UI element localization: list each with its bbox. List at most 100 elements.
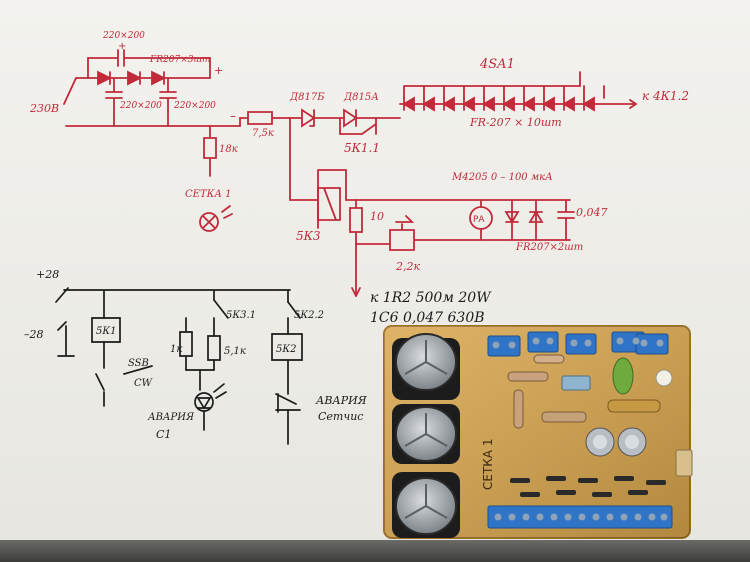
input-wires: [63, 77, 241, 127]
plus-terminal-mark: +: [214, 64, 223, 77]
trimmer-arrow-icon: [395, 215, 415, 223]
supply-rail: [55, 287, 291, 319]
capacitor-left-icon: [105, 77, 123, 127]
capacitor-0047-icon: [557, 199, 575, 241]
label-input-voltage: 230В: [29, 102, 59, 115]
label-relay-5k2: 5К2: [276, 344, 296, 355]
relay-5k1-icon: [91, 317, 121, 343]
diode-pair-icon: [504, 199, 544, 241]
label-resistor-1k: 1к: [170, 344, 182, 355]
resistor-10-icon: [349, 199, 363, 297]
label-cap-left: 220×200: [119, 101, 162, 111]
label-cap-0047: 0,047: [576, 206, 608, 219]
pcb-silkscreen: СЕТКА 1: [481, 439, 495, 490]
led-wiring: [185, 369, 215, 391]
label-alarm-btn-1: АВАРИЯ: [315, 394, 368, 407]
label-zener-2: Д815А: [343, 92, 379, 103]
diode-row: [510, 476, 666, 497]
down-arrow-icon: [351, 287, 361, 297]
diode-icon: [97, 70, 113, 86]
output-arrow-icon: [611, 99, 638, 109]
label-cap-top: 220×200: [102, 31, 145, 41]
capacitor-right-icon: [159, 77, 177, 127]
lamp-icon: [199, 212, 219, 232]
label-alarm-btn-2: Сетчис: [318, 410, 363, 423]
diode-icon: [151, 70, 167, 86]
ssb-cw-switch-icon: [95, 341, 105, 407]
cap-plus-mark: +: [118, 41, 126, 52]
transistor-top: [625, 435, 639, 449]
ground-icon: [57, 321, 75, 357]
lamp-rays-icon: [202, 205, 233, 229]
pcb-photo: СЕТКА 1: [383, 325, 693, 539]
label-trimmer: 2,2к: [395, 260, 420, 273]
label-resistor-10: 10: [370, 210, 384, 223]
top-terminals: [487, 331, 669, 357]
label-diodes-top: FR207×3шт: [149, 55, 211, 65]
tab-component: [675, 449, 693, 477]
table-edge: [0, 540, 750, 562]
contact-5k3-1-icon: [213, 299, 229, 331]
resistor-vertical: [513, 389, 524, 429]
resistor-1k-icon: [179, 317, 193, 371]
label-lamp: СЕТКА 1: [185, 189, 231, 200]
label-ssb: SSB: [128, 358, 149, 369]
zener-1-icon: [289, 108, 345, 128]
film-capacitor: [561, 375, 591, 391]
label-resistor-7-5k: 7,5к: [252, 128, 274, 139]
label-supply-plus: +28: [36, 268, 59, 281]
note-1c6: 1С6 0,047 630В: [370, 310, 485, 326]
resistor-5-1k-icon: [207, 329, 221, 371]
meter-symbol: РА: [473, 215, 485, 225]
resistor-7-5k-icon: [239, 111, 291, 127]
resistor-component: [507, 371, 549, 382]
ssb-divider: [123, 365, 153, 375]
label-output: к 4К1.2: [642, 89, 689, 103]
label-zener-1: Д817Б: [289, 92, 325, 103]
green-capacitor: [612, 357, 634, 395]
label-contact-5k2-2: 5К2.2: [294, 310, 324, 321]
resistor-18k-icon: [203, 125, 217, 177]
bridge-wires: [87, 57, 211, 79]
diode-icon: [127, 70, 143, 86]
led-component: [655, 369, 673, 387]
terminal-screws: [492, 337, 664, 349]
label-diodes-pair: FR207×2шт: [515, 242, 583, 253]
transistor-top: [593, 435, 607, 449]
note-1r2: к 1R2 500м 20W: [370, 290, 492, 306]
label-relay-5k1: 5К1: [96, 326, 116, 337]
zener-2-icon: [343, 108, 401, 128]
capacitor-0047: [607, 399, 661, 413]
contact-5k2-2-icon: [287, 301, 301, 335]
relay-5k3-icon: [317, 187, 341, 221]
label-resistor-5-1k: 5,1к: [224, 346, 246, 357]
label-relay-5k3: 5К3: [296, 229, 321, 243]
bottom-terminal-screws: [494, 513, 668, 521]
resistor-component: [541, 411, 587, 423]
label-relay-contact: 5К1.1: [344, 141, 380, 155]
black-schematic: +28 –28 5К1 SSB CW 5К3.1 5К2.2 1к 5,1к А…: [24, 268, 368, 445]
meter-wiring: [355, 199, 571, 251]
label-meter: М4205 0 – 100 мкА: [451, 172, 553, 183]
minus-mark: –: [230, 109, 236, 123]
resistor-component: [533, 354, 565, 364]
alarm-button-icon: [275, 359, 301, 445]
electrolytic-capacitors: [392, 333, 460, 538]
led-symbol-icon: [196, 383, 227, 431]
label-contact-5k3-1: 5К3.1: [226, 310, 256, 321]
capacitor-top-icon: [87, 49, 211, 67]
label-resistor-18k: 18к: [219, 144, 238, 155]
label-alarm-led-1: АВАРИЯ: [147, 412, 195, 423]
label-switch: 4SA1: [479, 57, 515, 72]
label-alarm-led-2: С1: [156, 428, 171, 441]
label-supply-minus: –28: [24, 328, 44, 341]
label-cw: CW: [134, 378, 153, 389]
relay-contact-5k1-1: [339, 117, 377, 135]
label-diode-chain: FR-207 × 10шт: [469, 116, 562, 129]
label-cap-right: 220×200: [173, 101, 216, 111]
red-schematic: 220×200 + FR207×3шт + 220×200 220×200 23…: [29, 31, 689, 297]
switch-wiring: [403, 71, 605, 99]
relay-5k2-icon: [271, 333, 303, 361]
